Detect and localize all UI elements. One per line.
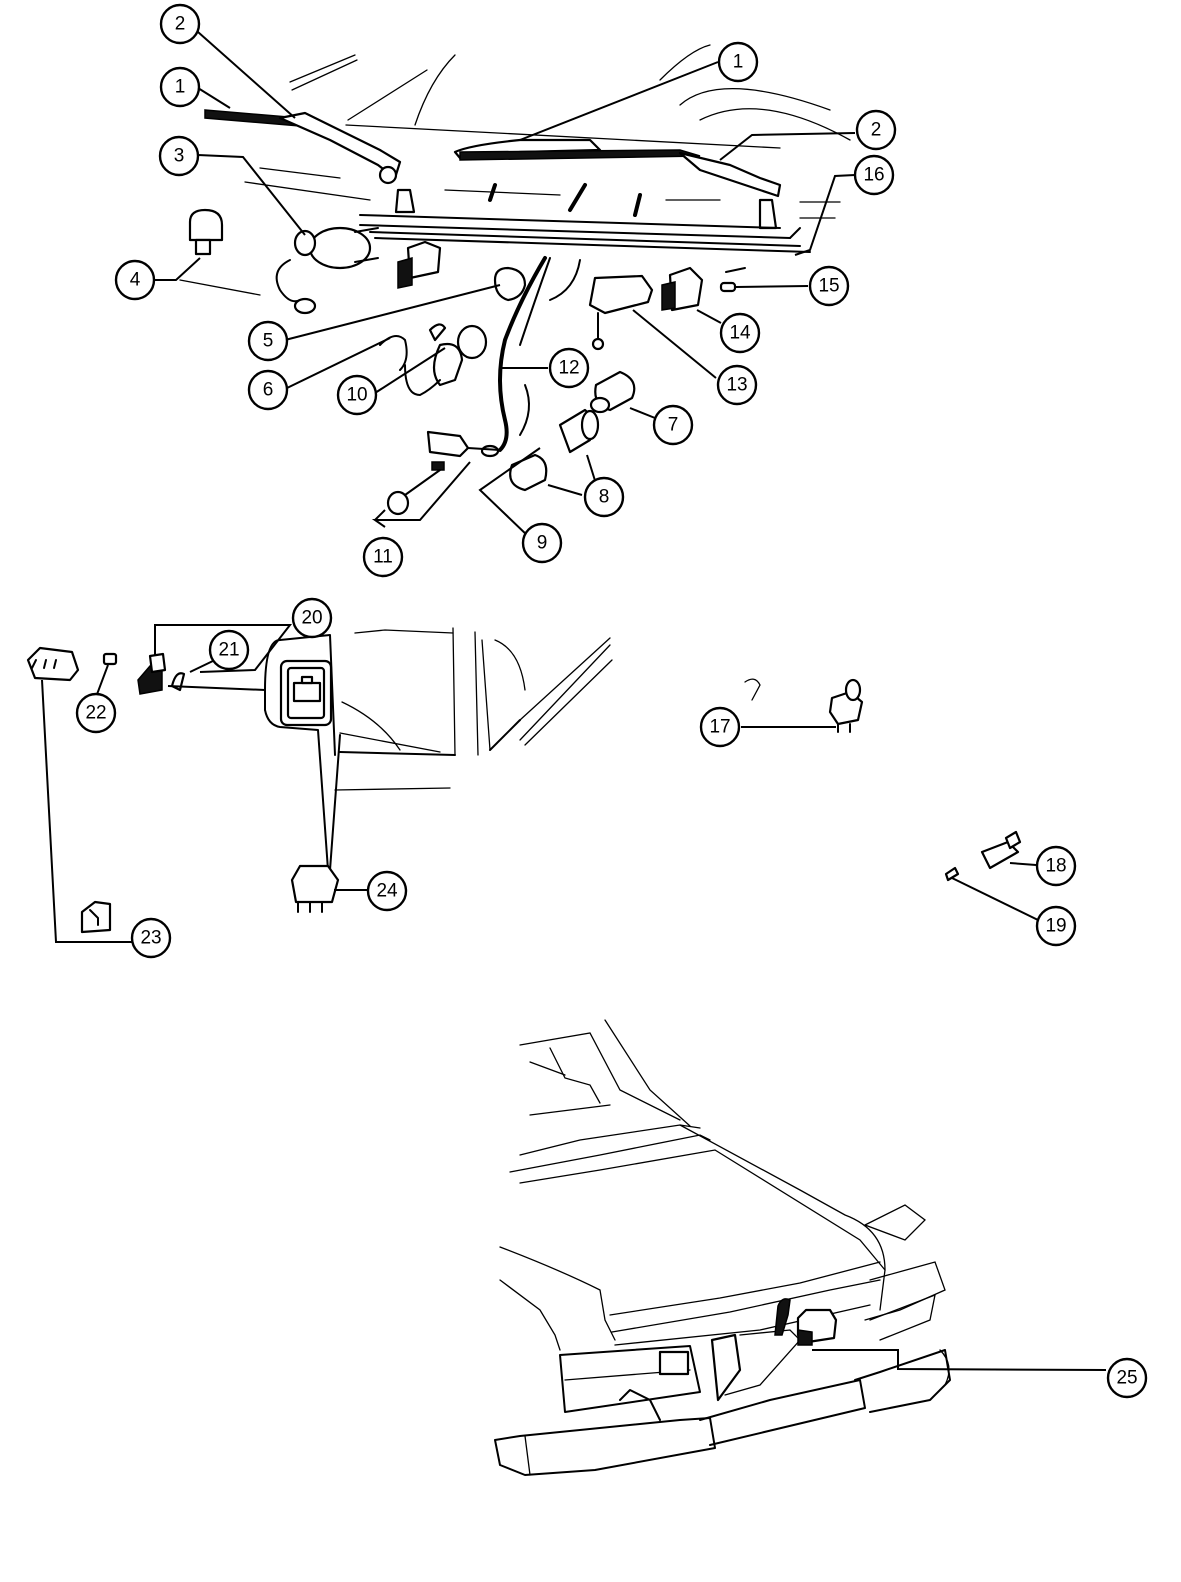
callout-10[interactable]: 10 bbox=[336, 374, 378, 416]
callout-label: 5 bbox=[263, 331, 274, 352]
callout-label: 25 bbox=[1116, 1368, 1137, 1389]
wiper-motor bbox=[275, 226, 379, 315]
callout-label: 20 bbox=[301, 608, 322, 629]
callout-25[interactable]: 25 bbox=[1106, 1357, 1148, 1399]
callout-22[interactable]: 22 bbox=[75, 692, 117, 734]
callout-7[interactable]: 7 bbox=[652, 404, 694, 446]
switch-inset bbox=[264, 634, 341, 871]
trunk-lock-actuator-part bbox=[774, 1298, 838, 1346]
control-module-part bbox=[588, 274, 654, 351]
sensor-lead-part bbox=[386, 430, 501, 516]
callout-12[interactable]: 12 bbox=[548, 347, 590, 389]
callout-label: 22 bbox=[85, 703, 106, 724]
callout-label: 13 bbox=[726, 375, 747, 396]
callout-label: 2 bbox=[175, 14, 186, 35]
left-wiper-assembly bbox=[204, 109, 416, 214]
callout-label: 4 bbox=[130, 270, 141, 291]
wiper-linkage bbox=[359, 183, 811, 253]
callout-label: 21 bbox=[218, 640, 239, 661]
callout-4[interactable]: 4 bbox=[114, 259, 156, 301]
callout-label: 17 bbox=[709, 717, 730, 738]
callout-label: 11 bbox=[373, 547, 393, 568]
right-wiper-assembly bbox=[453, 138, 782, 230]
callout-label: 7 bbox=[668, 415, 679, 436]
callout-15[interactable]: 15 bbox=[808, 265, 850, 307]
switch-knob-part bbox=[493, 266, 527, 302]
callout-23[interactable]: 23 bbox=[130, 917, 172, 959]
windshield-outline bbox=[244, 44, 851, 219]
callout-label: 15 bbox=[818, 276, 839, 297]
callout-18[interactable]: 18 bbox=[1035, 845, 1077, 887]
callout-17[interactable]: 17 bbox=[699, 706, 741, 748]
relay-24-part bbox=[290, 864, 340, 913]
switch-block-left bbox=[397, 240, 442, 289]
callout-label: 24 bbox=[376, 881, 398, 902]
bulb-sockets-part bbox=[509, 370, 636, 492]
callout-1-right[interactable]: 1 bbox=[717, 41, 759, 83]
callout-label: 1 bbox=[733, 52, 744, 73]
callout-9[interactable]: 9 bbox=[521, 522, 563, 564]
callout-label: 14 bbox=[729, 323, 751, 344]
callout-label: 18 bbox=[1045, 856, 1066, 877]
callout-5[interactable]: 5 bbox=[247, 320, 289, 362]
callout-label: 19 bbox=[1045, 916, 1066, 937]
window-switch-parts bbox=[26, 646, 186, 934]
callout-8[interactable]: 8 bbox=[583, 476, 625, 518]
callout-20[interactable]: 20 bbox=[291, 597, 333, 639]
callout-1-left[interactable]: 1 bbox=[159, 66, 201, 108]
relay-cap-part bbox=[188, 208, 224, 256]
callout-2-right[interactable]: 2 bbox=[855, 109, 897, 151]
callout-14[interactable]: 14 bbox=[719, 312, 761, 354]
callout-label: 9 bbox=[537, 533, 548, 554]
callout-label: 10 bbox=[346, 385, 367, 406]
callout-label: 1 bbox=[175, 77, 186, 98]
lamp-connector-parts bbox=[379, 323, 488, 396]
switch-block-right bbox=[661, 266, 704, 312]
callout-11[interactable]: 11 bbox=[362, 536, 404, 578]
callout-13[interactable]: 13 bbox=[716, 364, 758, 406]
callout-label: 2 bbox=[871, 120, 882, 141]
callout-label: 12 bbox=[558, 358, 579, 379]
callout-label: 8 bbox=[599, 487, 610, 508]
callout-label: 23 bbox=[140, 928, 161, 949]
fuse-part bbox=[719, 267, 746, 293]
callout-6[interactable]: 6 bbox=[247, 369, 289, 411]
callout-label: 16 bbox=[863, 165, 884, 186]
rear-car-outline bbox=[499, 1019, 946, 1413]
callout-19[interactable]: 19 bbox=[1035, 905, 1077, 947]
relay-17-part bbox=[744, 678, 864, 733]
callout-21[interactable]: 21 bbox=[208, 629, 250, 671]
wiring-harness-part bbox=[498, 256, 581, 452]
callout-3[interactable]: 3 bbox=[158, 135, 200, 177]
callout-label: 3 bbox=[174, 146, 185, 167]
callout-2-left[interactable]: 2 bbox=[159, 3, 201, 45]
fuse-holder-parts bbox=[944, 830, 1022, 882]
dash-outline bbox=[334, 627, 613, 791]
rear-bumper bbox=[494, 1349, 951, 1476]
callout-24[interactable]: 24 bbox=[366, 870, 408, 912]
callout-16[interactable]: 16 bbox=[853, 154, 895, 196]
callout-label: 6 bbox=[263, 380, 274, 401]
